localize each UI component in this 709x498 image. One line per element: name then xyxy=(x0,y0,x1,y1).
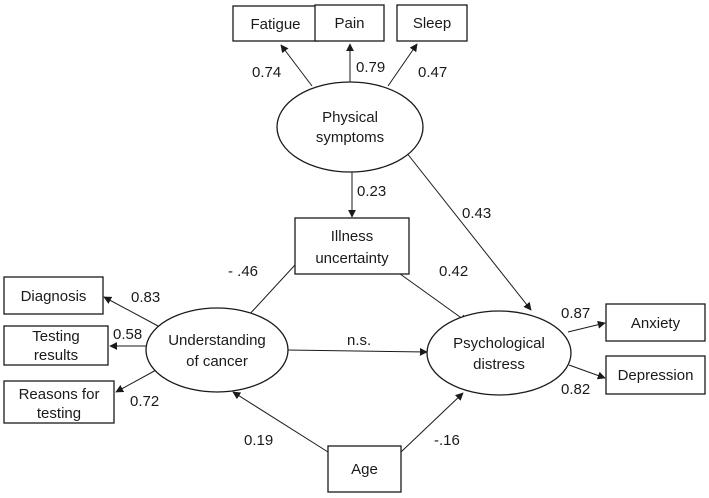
node-psychological-distress: Psychological distress xyxy=(426,310,572,396)
coef-distress-to-depression: 0.82 xyxy=(561,381,590,398)
arrow-physical-to-distress xyxy=(405,151,532,311)
svg-text:Physical: Physical xyxy=(322,109,378,126)
node-reasons-for-testing: Reasons for testing xyxy=(3,380,115,424)
arrow-understanding-to-diagnosis xyxy=(103,296,159,327)
arrow-physical-to-fatigue xyxy=(280,44,313,87)
svg-text:Pain: Pain xyxy=(334,15,364,32)
coef-understanding-to-reasons: 0.72 xyxy=(130,393,159,410)
node-illness-uncertainty: Illness uncertainty xyxy=(294,217,410,275)
arrow-uncertainty-to-distress xyxy=(395,270,468,323)
arrow-age-to-distress xyxy=(400,392,464,453)
coef-age-to-understanding: 0.19 xyxy=(244,432,273,449)
node-diagnosis: Diagnosis xyxy=(3,276,104,315)
coef-physical-to-pain: 0.79 xyxy=(356,59,385,76)
arrow-physical-to-sleep xyxy=(387,43,418,87)
node-pain: Pain xyxy=(314,4,385,42)
path-arrows xyxy=(103,43,606,453)
coef-understanding-to-uncertainty: - .46 xyxy=(228,263,258,280)
svg-text:Psychological: Psychological xyxy=(453,335,545,352)
svg-text:uncertainty: uncertainty xyxy=(315,250,389,267)
svg-text:Diagnosis: Diagnosis xyxy=(21,288,87,305)
svg-text:Testing: Testing xyxy=(32,328,80,345)
coef-physical-to-sleep: 0.47 xyxy=(418,64,447,81)
arrow-age-to-understanding xyxy=(232,391,329,453)
arrow-understanding-to-distress xyxy=(286,347,428,356)
svg-text:symptoms: symptoms xyxy=(316,129,384,146)
node-age: Age xyxy=(327,445,402,493)
coef-physical-to-fatigue: 0.74 xyxy=(252,64,281,81)
arrow-understanding-to-reasons xyxy=(115,368,159,393)
node-physical-symptoms: Physical symptoms xyxy=(276,81,424,173)
coef-physical-to-distress: 0.43 xyxy=(462,205,491,222)
svg-text:Understanding: Understanding xyxy=(168,332,266,349)
node-fatigue: Fatigue xyxy=(232,5,319,42)
svg-text:Depression: Depression xyxy=(618,367,694,384)
svg-text:Age: Age xyxy=(351,461,378,478)
arrow-distress-to-anxiety xyxy=(567,320,606,333)
coef-understanding-to-diagnosis: 0.83 xyxy=(131,289,160,306)
svg-text:distress: distress xyxy=(473,356,525,373)
svg-text:Sleep: Sleep xyxy=(413,15,451,32)
node-testing-results: Testing results xyxy=(3,325,109,366)
coef-understanding-to-distress: n.s. xyxy=(347,332,371,349)
coef-age-to-distress: -.16 xyxy=(434,432,460,449)
svg-text:Illness: Illness xyxy=(331,228,374,245)
svg-text:Fatigue: Fatigue xyxy=(250,16,300,33)
svg-text:testing: testing xyxy=(37,405,81,422)
node-understanding-of-cancer: Understanding of cancer xyxy=(145,307,289,393)
coef-uncertainty-to-distress: 0.42 xyxy=(439,263,468,280)
node-sleep: Sleep xyxy=(396,4,468,42)
svg-text:Reasons for: Reasons for xyxy=(19,386,100,403)
svg-text:Anxiety: Anxiety xyxy=(631,315,681,332)
node-anxiety: Anxiety xyxy=(605,303,706,342)
node-depression: Depression xyxy=(605,355,706,395)
svg-text:of cancer: of cancer xyxy=(186,353,248,370)
coef-distress-to-anxiety: 0.87 xyxy=(561,305,590,322)
arrow-distress-to-depression xyxy=(568,364,606,380)
svg-text:results: results xyxy=(34,347,78,364)
coef-physical-to-uncertainty: 0.23 xyxy=(357,183,386,200)
coef-understanding-to-testing-results: 0.58 xyxy=(113,326,142,343)
